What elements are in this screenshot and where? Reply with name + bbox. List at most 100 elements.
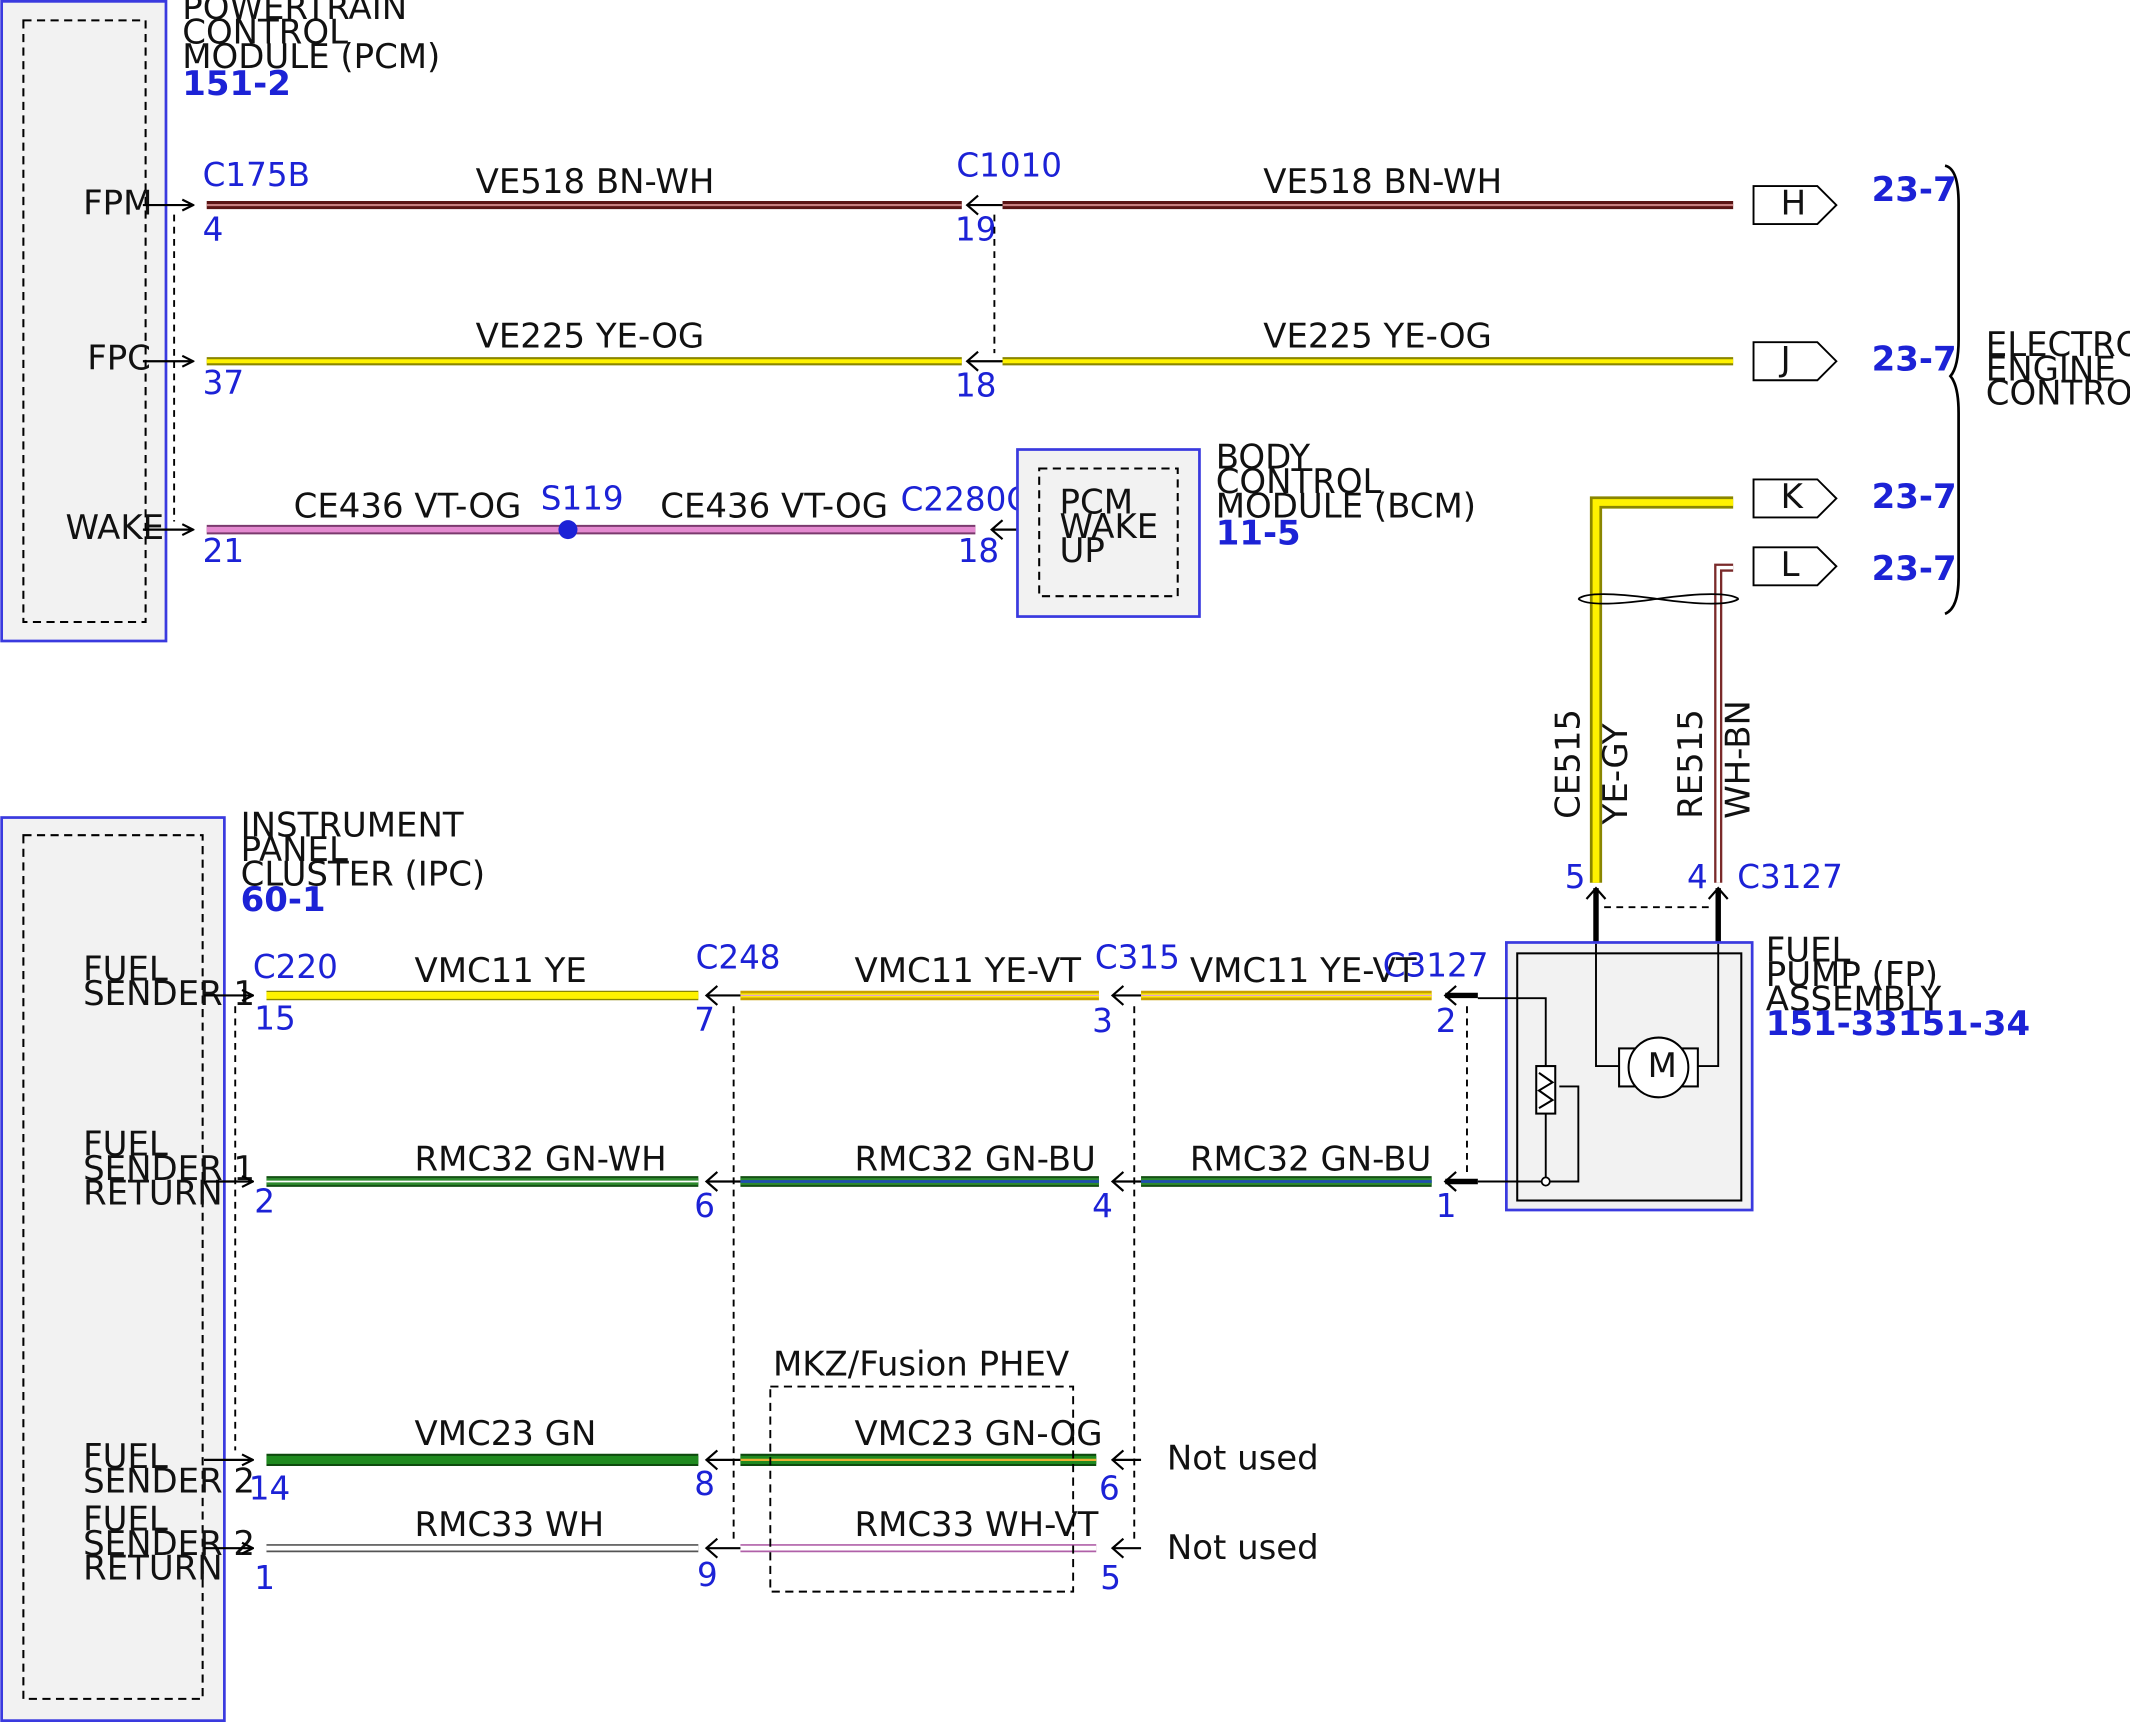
pin-6-c315: 6 xyxy=(1099,1469,1120,1507)
pin-1-c220: 1 xyxy=(254,1559,275,1597)
twisted-pair-symbol xyxy=(1577,593,1740,605)
wire-label-vmc11-yevt-2: VMC11 YE-VT xyxy=(1190,951,1417,991)
bcm-module[interactable] xyxy=(1016,448,1201,618)
connector-c248[interactable]: C248 xyxy=(696,938,781,976)
ipc-pin-fs2r-2: SENDER 2 xyxy=(83,1524,255,1564)
flag-k-ref[interactable]: 23-7 xyxy=(1872,477,1957,517)
pin-14: 14 xyxy=(249,1469,290,1507)
pin-4-c3127: 4 xyxy=(1687,858,1708,896)
flag-h[interactable] xyxy=(1752,185,1838,226)
wire-label-ce515: CE515 xyxy=(1549,709,1589,819)
connector-c2280c[interactable]: C2280C xyxy=(901,481,1029,519)
connector-c1010[interactable]: C1010 xyxy=(956,147,1062,185)
wire-re515[interactable] xyxy=(1714,563,1734,883)
not-used-pin-5: Not used xyxy=(1167,1528,1319,1568)
ipc-title-3: CLUSTER (IPC) xyxy=(241,854,486,894)
pin-2-c220: 2 xyxy=(254,1183,275,1221)
ipc-pin-fs2-1: FUEL xyxy=(83,1437,168,1477)
fp-title-2: PUMP (FP) xyxy=(1766,955,1938,995)
connector-c315[interactable]: C315 xyxy=(1095,938,1180,976)
wire-label-wh-bn: WH-BN xyxy=(1718,700,1758,819)
eec-title-1: ELECTRONIC xyxy=(1986,325,2130,365)
pin-4-c315: 4 xyxy=(1092,1187,1113,1225)
flag-j-label: J xyxy=(1779,340,1791,380)
ipc-title-1: INSTRUMENT xyxy=(241,806,464,846)
splice-s119[interactable]: S119 xyxy=(541,479,624,517)
pin-3: 3 xyxy=(1092,1002,1113,1040)
wire-label-ve225-right: VE225 YE-OG xyxy=(1263,317,1492,357)
not-used-pin-6: Not used xyxy=(1167,1438,1319,1478)
splice-s119-dot[interactable] xyxy=(558,520,578,540)
c315-pin-arrows xyxy=(1110,985,1142,1559)
ipc-pin-fs2r-3: RETURN xyxy=(83,1548,223,1588)
wire-label-ve518-right: VE518 BN-WH xyxy=(1263,162,1502,202)
pin-1-c3127: 1 xyxy=(1436,1187,1457,1225)
pin-7: 7 xyxy=(694,1001,715,1039)
ipc-pin-fs1-1: FUEL xyxy=(83,950,168,990)
wire-label-rmc32-gnbu-2: RMC32 GN-BU xyxy=(1190,1140,1431,1180)
c1010-pin-arrows xyxy=(965,194,1003,372)
wire-label-vmc11-yevt-1: VMC11 YE-VT xyxy=(855,951,1082,991)
ipc-pin-fs1r-1: FUEL xyxy=(83,1125,168,1165)
bcm-inner-3: UP xyxy=(1060,531,1105,571)
ipc-pin-fs1-2: SENDER 1 xyxy=(83,974,255,1014)
bcm-inner-1: PCM xyxy=(1060,482,1133,522)
pin-8: 8 xyxy=(694,1465,715,1503)
flag-h-ref[interactable]: 23-7 xyxy=(1872,170,1957,210)
flag-j[interactable] xyxy=(1752,341,1838,382)
wire-label-rmc32-gnbu-1: RMC32 GN-BU xyxy=(855,1140,1096,1180)
wire-label-ce436-right: CE436 VT-OG xyxy=(660,486,888,526)
pcm-ref[interactable]: 151-2 xyxy=(182,64,291,104)
connector-c220[interactable]: C220 xyxy=(253,948,338,986)
pin-6-c248: 6 xyxy=(694,1187,715,1225)
flag-j-ref[interactable]: 23-7 xyxy=(1872,340,1957,380)
phev-option-box xyxy=(769,1385,1075,1593)
ipc-ref[interactable]: 60-1 xyxy=(241,880,326,920)
pcm-module[interactable] xyxy=(0,0,168,643)
fp-title-3: ASSEMBLY xyxy=(1766,979,1942,1019)
eec-brace xyxy=(1944,164,1960,616)
bcm-title-3: MODULE (BCM) xyxy=(1216,486,1476,526)
ipc-title-2: PANEL xyxy=(241,830,348,870)
pcm-title-1: POWERTRAIN xyxy=(182,0,407,28)
pin-37: 37 xyxy=(203,364,244,402)
wire-label-ve518-left: VE518 BN-WH xyxy=(476,162,715,202)
ipc-pin-stubs xyxy=(204,995,253,1548)
pcm-title-2: CONTROL xyxy=(182,12,348,52)
connector-c175b[interactable]: C175B xyxy=(203,156,310,194)
motor-label: M xyxy=(1648,1046,1677,1086)
pcm-title-3: MODULE (PCM) xyxy=(182,37,440,77)
ipc-pin-fs2r-1: FUEL xyxy=(83,1500,168,1540)
bcm-title-1: BODY xyxy=(1216,438,1311,478)
bcm-ref[interactable]: 11-5 xyxy=(1216,514,1301,554)
pin-2-c3127: 2 xyxy=(1436,1002,1457,1040)
bcm-title-2: CONTROL xyxy=(1216,462,1382,502)
c3127-pin-arrows xyxy=(1443,985,1478,1192)
eec-title-3: CONTROLS xyxy=(1986,374,2130,414)
pcm-pin-fpm: FPM xyxy=(83,184,152,224)
flag-k[interactable] xyxy=(1752,478,1838,519)
pin-21: 21 xyxy=(203,532,244,570)
connector-c3127[interactable]: C3127 xyxy=(1383,946,1489,984)
eec-title-2: ENGINE xyxy=(1986,349,2116,389)
pin-9: 9 xyxy=(697,1556,718,1594)
flag-k-label: K xyxy=(1781,477,1804,517)
pcm-pin-fpc: FPC xyxy=(87,338,151,378)
wire-ce515[interactable] xyxy=(1589,496,1734,883)
wire-label-ve225-left: VE225 YE-OG xyxy=(476,317,705,357)
fp-ref[interactable]: 151-33151-34 xyxy=(1766,1004,2030,1044)
pin-19: 19 xyxy=(955,210,996,248)
pin-5-c3127: 5 xyxy=(1565,858,1586,896)
ipc-module[interactable] xyxy=(0,816,226,1722)
flag-l-ref[interactable]: 23-7 xyxy=(1872,549,1957,589)
pcm-pin-wake: WAKE xyxy=(65,508,164,548)
wire-label-vmc23-gn: VMC23 GN xyxy=(414,1414,596,1454)
pin-4: 4 xyxy=(203,210,224,248)
connector-c3127-top[interactable]: C3127 xyxy=(1737,858,1843,896)
phev-option-label: MKZ/Fusion PHEV xyxy=(773,1345,1069,1385)
wire-label-ye-gy: YE-GY xyxy=(1596,723,1636,825)
wire-label-rmc33-whvt: RMC33 WH-VT xyxy=(855,1505,1099,1545)
flag-l-label: L xyxy=(1781,545,1800,585)
flag-l[interactable] xyxy=(1752,546,1838,587)
